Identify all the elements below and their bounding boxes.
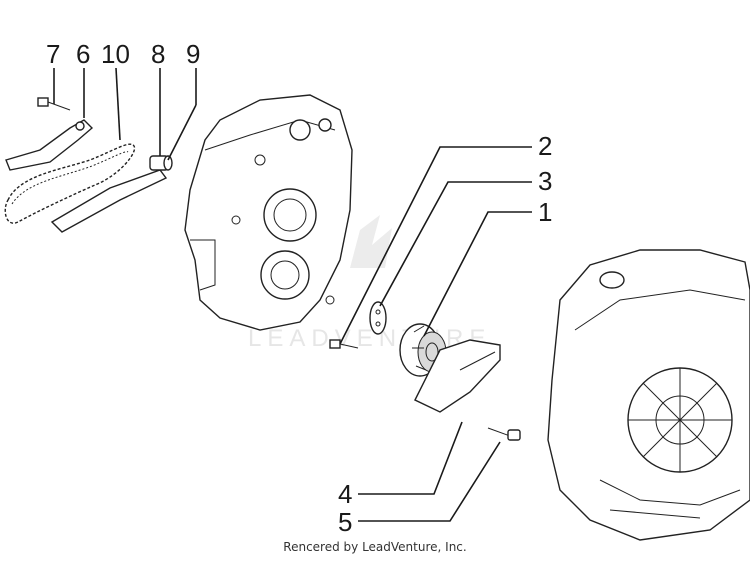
callout-numbers: 7 6 10 8 9 2 3 1 4 5: [46, 39, 552, 537]
bolt-5: [487, 427, 521, 441]
leader-4: [358, 421, 463, 495]
leader-2: [339, 146, 532, 345]
callout-2: 2: [538, 131, 552, 161]
callout-6: 6: [76, 39, 90, 69]
leader-10: [115, 67, 121, 141]
callout-1: 1: [538, 197, 552, 227]
leader-lines: [53, 67, 532, 522]
pump-gasket: [369, 301, 387, 335]
callout-3: 3: [538, 166, 552, 196]
left-crankcase: [184, 94, 353, 331]
bushing-8: [149, 155, 173, 171]
leader-5: [358, 441, 501, 522]
right-crankcase: [547, 249, 750, 541]
callout-5: 5: [338, 507, 352, 537]
pump-cover: [414, 339, 501, 413]
leader-1: [423, 211, 532, 337]
oil-pump-gear: [399, 323, 447, 377]
callout-10: 10: [101, 39, 130, 69]
callout-8: 8: [151, 39, 165, 69]
chain-guide: [50, 169, 168, 233]
leader-9b: [167, 104, 197, 161]
bolt-7: [37, 97, 71, 111]
callout-4: 4: [338, 479, 352, 509]
leader-3: [379, 181, 532, 307]
chain-tensioner: [5, 119, 94, 171]
render-credit: Rencered by LeadVenture, Inc.: [283, 540, 467, 554]
timing-chain: [4, 143, 136, 224]
callout-9: 9: [186, 39, 200, 69]
callout-7: 7: [46, 39, 60, 69]
